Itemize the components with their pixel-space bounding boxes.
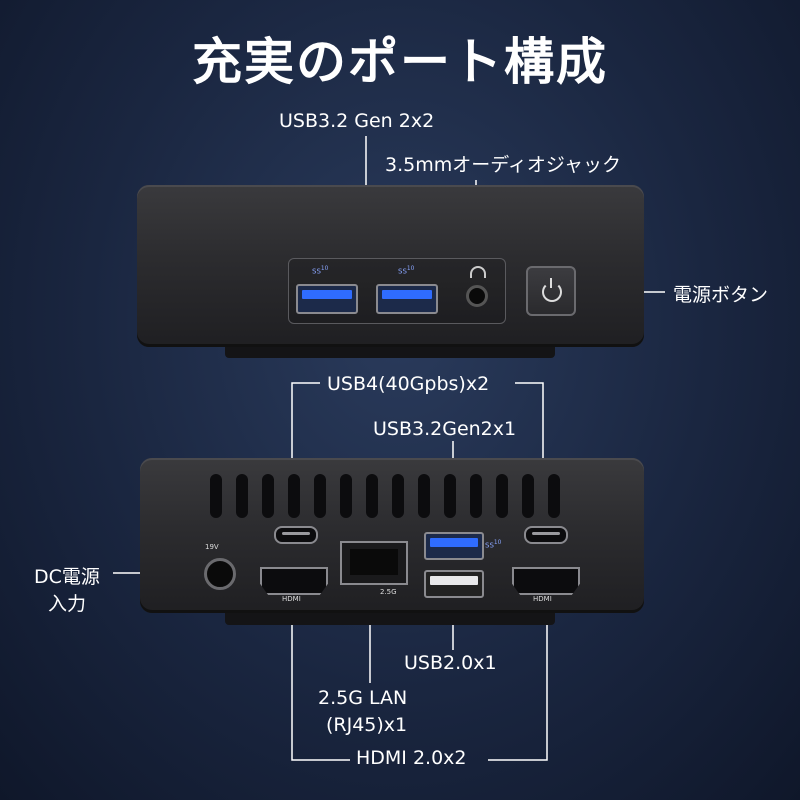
callout-hdmi-right [488,603,548,761]
headphone-icon [470,266,486,278]
label-usb20: USB2.0x1 [404,652,497,674]
hdmi-port-1[interactable] [260,567,328,595]
front-usb-port-2[interactable] [376,284,438,314]
label-audio-jack: 3.5mmオーディオジャック [385,154,621,176]
rear-usb-ss-mark: SS10 [485,540,502,550]
label-dc-power-1: DC電源 [34,566,100,588]
vent-slot [262,474,274,518]
usb-ss-mark-2: SS10 [398,266,415,276]
label-lan-1: 2.5G LAN [318,687,408,709]
usb4-port-1[interactable] [274,526,318,544]
vent-slot [210,474,222,518]
usb4-port-2[interactable] [524,526,568,544]
label-hdmi: HDMI 2.0x2 [356,747,467,769]
vent-slot [340,474,352,518]
callout-hdmi [291,603,350,761]
rear-usb3-port[interactable] [424,532,484,560]
vent-slot [236,474,248,518]
label-power-button: 電源ボタン [673,284,769,306]
lan-port[interactable] [340,541,408,585]
label-usb4: USB4(40Gpbs)x2 [327,373,490,395]
hdmi-mark-2: HDMI [533,595,552,603]
hdmi-port-2[interactable] [512,567,580,595]
hdmi-mark-1: HDMI [282,595,301,603]
dc-power-jack[interactable] [204,558,236,590]
vent-slot [366,474,378,518]
vent-slot [470,474,482,518]
audio-jack[interactable] [466,285,488,307]
vent-slot [496,474,508,518]
label-usb-gen2x1: USB3.2Gen2x1 [373,418,517,440]
power-button[interactable] [526,266,576,316]
vent-slot [522,474,534,518]
label-usb-gen2x2: USB3.2 Gen 2x2 [279,110,435,132]
label-lan-2: (RJ45)x1 [326,714,408,736]
front-usb-port-1[interactable] [296,284,358,314]
rear-usb2-port[interactable] [424,570,484,598]
vent-slot [444,474,456,518]
vent-slot [418,474,430,518]
label-dc-power-2: 入力 [48,593,87,615]
vent-slot [288,474,300,518]
power-icon [542,278,562,302]
lan-speed-mark: 2.5G [380,588,397,596]
page-title: 充実のポート構成 [192,33,608,91]
dc-rating-mark: 19V [205,543,219,551]
vent-slot [548,474,560,518]
vent-slot [392,474,404,518]
vent-slot [314,474,326,518]
usb-ss-mark-1: SS10 [312,266,329,276]
